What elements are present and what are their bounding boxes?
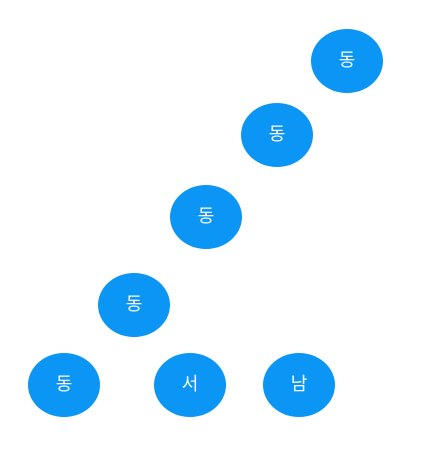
- direction-label: 동: [338, 50, 356, 71]
- direction-label: 동: [55, 374, 73, 395]
- direction-button-east-5[interactable]: 동: [28, 353, 100, 417]
- direction-button-east-4[interactable]: 동: [98, 273, 170, 337]
- direction-button-east-3[interactable]: 동: [170, 185, 242, 249]
- direction-label: 동: [197, 206, 215, 227]
- direction-label: 서: [181, 374, 199, 395]
- direction-label: 남: [290, 374, 308, 395]
- direction-label: 동: [125, 294, 143, 315]
- direction-button-east-2[interactable]: 동: [241, 103, 313, 167]
- direction-button-west[interactable]: 서: [154, 353, 226, 417]
- direction-label: 동: [268, 124, 286, 145]
- direction-button-east-1[interactable]: 동: [311, 29, 383, 93]
- direction-button-south[interactable]: 남: [263, 353, 335, 417]
